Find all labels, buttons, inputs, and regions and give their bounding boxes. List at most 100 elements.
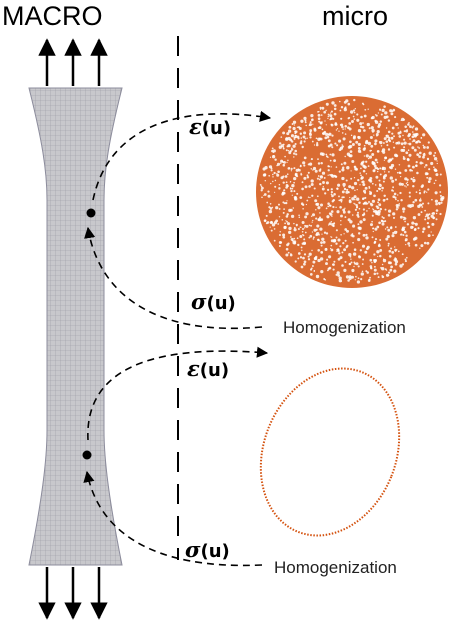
particle-speck xyxy=(291,187,294,190)
particle-speck xyxy=(297,243,300,247)
particle-speck xyxy=(321,128,324,131)
particle-speck xyxy=(340,201,343,203)
particle-speck xyxy=(355,262,359,266)
particle-speck xyxy=(313,269,316,272)
particle-speck xyxy=(324,120,326,122)
particle-speck xyxy=(282,201,285,204)
strain-symbol-upper: ε xyxy=(189,114,202,139)
particle-speck xyxy=(341,190,345,194)
particle-speck xyxy=(388,254,392,258)
stress-label-lower: σ(u) xyxy=(185,537,230,562)
top-load-arrows xyxy=(38,38,108,86)
particle-speck xyxy=(351,275,354,279)
particle-speck xyxy=(359,172,361,174)
particle-speck xyxy=(374,238,378,241)
particle-speck xyxy=(356,197,360,201)
particle-speck xyxy=(325,232,329,235)
particle-speck xyxy=(330,248,334,252)
particle-speck xyxy=(357,223,360,226)
strain-arg-lower: (u) xyxy=(199,360,230,381)
particle-speck xyxy=(293,228,297,232)
particle-speck xyxy=(322,132,324,135)
particle-speck xyxy=(356,113,359,116)
particle-speck xyxy=(440,198,444,202)
particle-speck xyxy=(388,171,390,173)
particle-speck xyxy=(373,194,376,198)
particle-speck xyxy=(294,142,297,146)
particle-speck xyxy=(391,234,395,238)
particle-speck xyxy=(344,155,346,158)
particle-speck xyxy=(353,177,356,179)
particle-speck xyxy=(387,274,390,277)
particle-speck xyxy=(330,190,334,194)
particle-speck xyxy=(317,249,320,252)
particle-speck xyxy=(399,234,402,236)
particle-speck xyxy=(371,220,373,223)
particle-speck xyxy=(267,194,271,198)
particle-speck xyxy=(388,209,392,213)
particle-speck xyxy=(409,204,411,207)
particle-speck xyxy=(322,185,324,188)
particle-speck xyxy=(420,197,422,199)
particle-speck xyxy=(359,122,363,126)
particle-speck xyxy=(434,191,438,195)
particle-speck xyxy=(348,185,352,189)
particle-speck xyxy=(342,182,346,187)
particle-speck xyxy=(299,165,302,168)
particle-speck xyxy=(311,213,316,217)
particle-speck xyxy=(310,224,313,227)
particle-speck xyxy=(341,132,344,134)
particle-speck xyxy=(331,101,335,105)
particle-speck xyxy=(280,136,283,138)
particle-speck xyxy=(406,129,408,131)
particle-speck xyxy=(300,202,304,205)
particle-speck xyxy=(327,144,331,148)
particle-speck xyxy=(436,160,438,162)
particle-speck xyxy=(341,176,345,181)
particle-speck xyxy=(392,141,395,143)
particle-speck xyxy=(398,182,402,186)
particle-speck xyxy=(415,164,418,167)
particle-speck xyxy=(435,169,438,173)
particle-speck xyxy=(360,174,362,177)
particle-speck xyxy=(325,124,327,126)
particle-speck xyxy=(390,163,395,168)
particle-speck xyxy=(265,214,268,217)
particle-speck xyxy=(391,179,395,183)
particle-speck xyxy=(410,203,414,208)
particle-speck xyxy=(403,130,406,133)
particle-speck xyxy=(372,210,375,213)
particle-speck xyxy=(259,184,262,186)
particle-speck xyxy=(357,232,361,235)
particle-speck xyxy=(415,191,418,193)
particle-speck xyxy=(376,225,380,229)
particle-speck xyxy=(365,160,368,163)
particle-speck xyxy=(427,216,430,220)
particle-speck xyxy=(394,262,398,266)
particle-speck xyxy=(353,165,356,168)
particle-speck xyxy=(317,206,321,210)
particle-speck xyxy=(426,191,428,193)
particle-speck xyxy=(322,240,326,244)
strain-label-upper: ε(u) xyxy=(189,114,231,139)
particle-speck xyxy=(402,234,405,237)
particle-speck xyxy=(394,260,399,264)
particle-speck xyxy=(318,126,322,130)
particle-speck xyxy=(317,218,320,221)
particle-speck xyxy=(293,226,296,229)
particle-speck xyxy=(434,151,437,154)
particle-speck xyxy=(320,241,323,244)
particle-speck xyxy=(333,193,336,196)
particle-speck xyxy=(406,181,409,183)
particle-speck xyxy=(398,203,400,205)
particle-speck xyxy=(373,265,376,268)
particle-speck xyxy=(350,170,352,172)
particle-speck xyxy=(307,171,310,174)
particle-speck xyxy=(268,174,271,177)
micro-rve-particle-disk xyxy=(256,96,448,288)
particle-speck xyxy=(408,191,411,194)
particle-speck xyxy=(292,207,295,209)
particle-speck xyxy=(404,260,407,263)
particle-speck xyxy=(270,182,272,185)
particle-speck xyxy=(403,138,406,141)
